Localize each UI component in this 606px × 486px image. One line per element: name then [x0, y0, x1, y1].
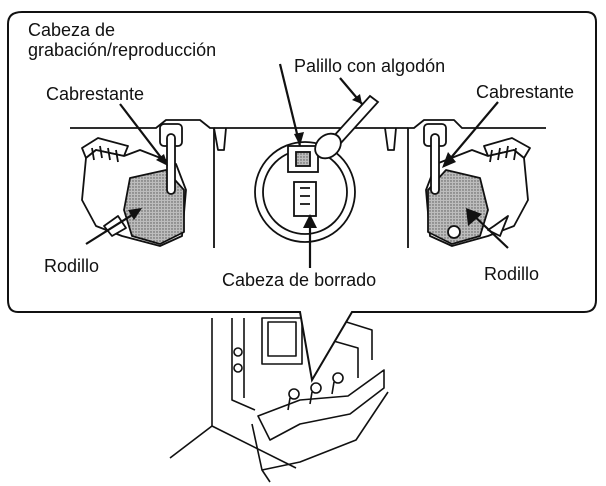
label-roller-right: Rodillo: [484, 264, 540, 284]
label-capstan-left: Cabrestante: [46, 84, 145, 104]
right-capstan: [423, 123, 447, 195]
label-head-line1: Cabeza de: [28, 20, 116, 40]
label-roller-left: Rodillo: [44, 256, 100, 276]
leader-lines: [85, 63, 509, 268]
label-cotton-swab: Palillo con algodón: [294, 56, 446, 76]
label-erase-head: Cabeza de borrado: [222, 270, 377, 290]
label-record-playback-head: Cabeza de grabación/reproducción: [28, 20, 216, 60]
tape-mechanism: [70, 119, 546, 248]
record-playback-head: [287, 145, 319, 173]
label-capstan-right: Cabrestante: [476, 82, 575, 102]
leader-capstan-right: [443, 101, 499, 167]
right-roller-assembly: [425, 137, 531, 247]
erase-head: [254, 141, 356, 243]
leader-head: [278, 63, 302, 147]
cassette-deck-illustration: [169, 317, 389, 483]
label-head-line2: grabación/reproducción: [28, 40, 217, 60]
leader-roller-left: [85, 209, 141, 245]
cotton-swab: [314, 94, 380, 160]
leader-capstan-left: [119, 103, 167, 165]
